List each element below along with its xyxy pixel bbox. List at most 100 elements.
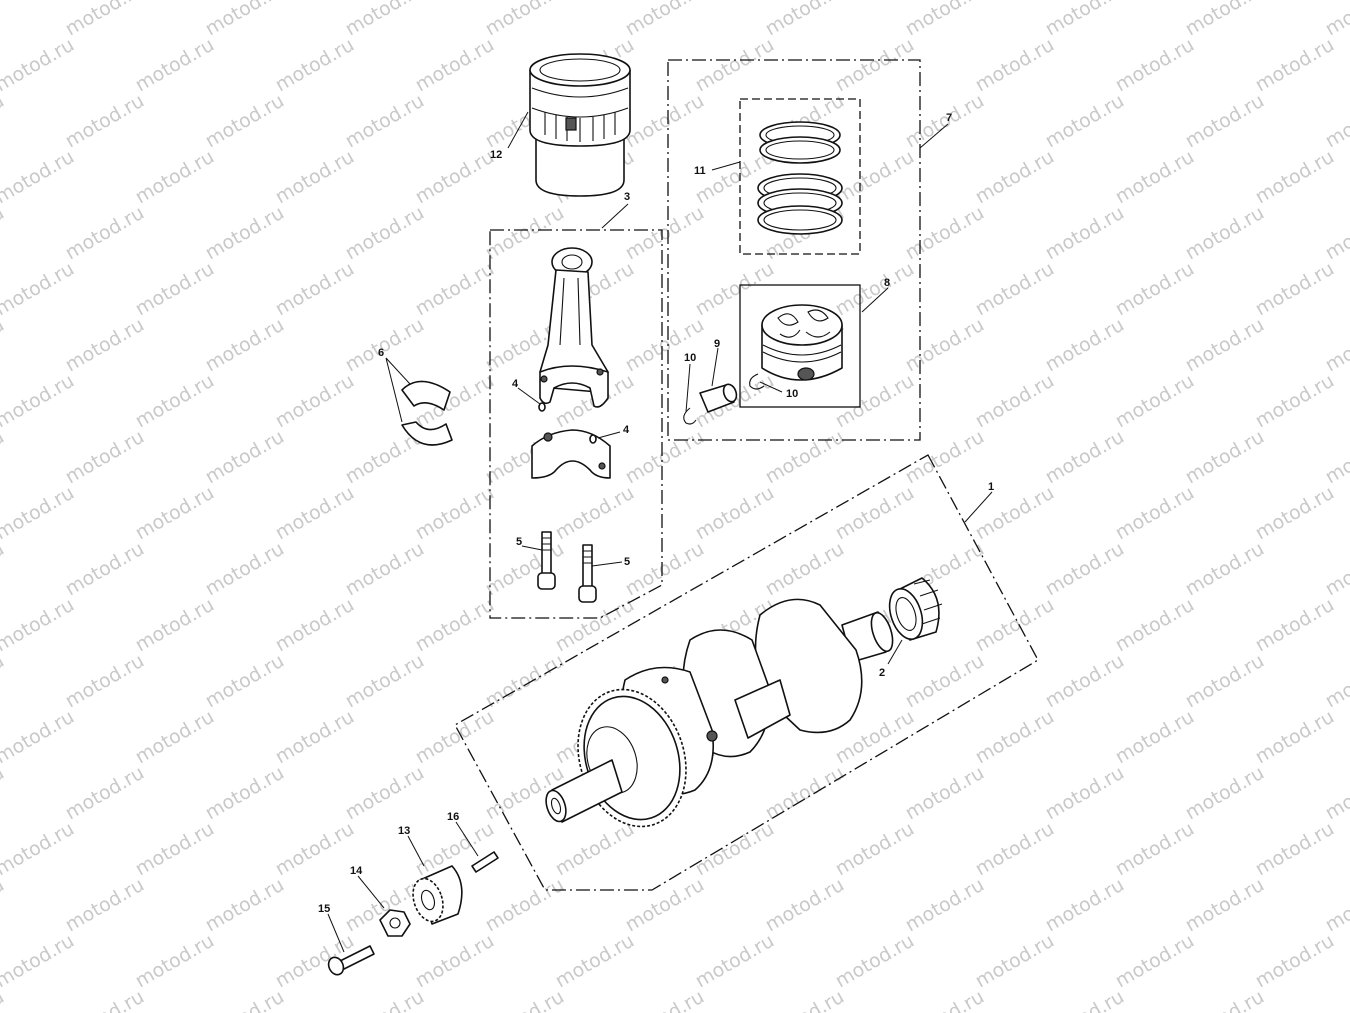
watermark-text: motod.ru <box>1322 202 1350 265</box>
watermark-text: motod.ru <box>622 538 708 601</box>
watermark-text: motod.ru <box>832 370 918 433</box>
watermark-text: motod.ru <box>342 202 428 265</box>
sprocket <box>412 865 463 925</box>
watermark-text: motod.ru <box>62 426 148 489</box>
watermark-text: motod.ru <box>1322 986 1350 1013</box>
watermark-text: motod.ru <box>62 538 148 601</box>
piston-group-box <box>667 59 921 441</box>
watermark-text: motod.ru <box>1182 650 1268 713</box>
watermark-text: motod.ru <box>1182 202 1268 265</box>
watermark-text: motod.ru <box>342 90 428 153</box>
watermark-text: motod.ru <box>1182 0 1268 40</box>
watermark-text: motod.ru <box>972 34 1058 97</box>
callout-10a: 10 <box>684 352 696 364</box>
watermark-text: motod.ru <box>482 650 568 713</box>
watermark-text: motod.ru <box>762 874 848 937</box>
watermark-text: motod.ru <box>62 874 148 937</box>
watermark-text: motod.ru <box>0 258 78 321</box>
callout-11: 11 <box>694 165 706 177</box>
watermark-text: motod.ru <box>202 0 288 40</box>
watermark-text: motod.ru <box>902 986 988 1013</box>
watermark-text: motod.ru <box>132 930 218 993</box>
connecting-rod <box>539 247 609 408</box>
watermark-text: motod.ru <box>972 258 1058 321</box>
watermark-text: motod.ru <box>1042 650 1128 713</box>
watermark-text: motod.ru <box>972 706 1058 769</box>
watermark-text: motod.ru <box>132 258 218 321</box>
watermark-text: motod.ru <box>272 34 358 97</box>
watermark-text: motod.ru <box>1112 146 1198 209</box>
watermark-text: motod.ru <box>482 986 568 1013</box>
rod-bolts <box>537 531 597 603</box>
watermark-text: motod.ru <box>1252 146 1338 209</box>
watermark-text: motod.ru <box>1042 538 1128 601</box>
watermark-text: motod.ru <box>0 650 8 713</box>
watermark-text: motod.ru <box>972 594 1058 657</box>
watermark-text: motod.ru <box>0 930 78 993</box>
watermark-text: motod.ru <box>202 202 288 265</box>
watermark-text: motod.ru <box>1182 762 1268 825</box>
piston <box>761 304 843 381</box>
callout-8: 8 <box>884 277 890 289</box>
watermark-text: motod.ru <box>1252 482 1338 545</box>
watermark-text: motod.ru <box>132 482 218 545</box>
watermark-text: motod.ru <box>482 0 568 40</box>
watermark-text: motod.ru <box>412 594 498 657</box>
watermark-text: motod.ru <box>902 314 988 377</box>
watermark-text: motod.ru <box>62 0 148 40</box>
leader-lines <box>327 111 993 953</box>
watermark-text: motod.ru <box>1112 34 1198 97</box>
watermark-text: motod.ru <box>202 986 288 1013</box>
watermark-text: motod.ru <box>1112 930 1198 993</box>
connecting-rod-cap <box>531 429 611 479</box>
piston-rings-box <box>739 98 861 255</box>
watermark-text: motod.ru <box>1252 34 1338 97</box>
watermark-text: motod.ru <box>0 146 78 209</box>
crankshaft-group-box <box>454 454 1039 891</box>
watermark-text: motod.ru <box>132 34 218 97</box>
watermark-text: motod.ru <box>0 0 8 40</box>
callout-6: 6 <box>378 347 384 359</box>
watermark-text: motod.ru <box>1182 426 1268 489</box>
watermark-text: motod.ru <box>1182 874 1268 937</box>
watermark-text: motod.ru <box>62 986 148 1013</box>
callout-13: 13 <box>398 825 410 837</box>
watermark-text: motod.ru <box>62 650 148 713</box>
watermark-text: motod.ru <box>202 874 288 937</box>
cylinder-liner <box>529 53 631 197</box>
watermark-text: motod.ru <box>692 482 778 545</box>
watermark-text: motod.ru <box>1252 818 1338 881</box>
watermark-text: motod.ru <box>832 34 918 97</box>
watermark-text: motod.ru <box>1322 538 1350 601</box>
watermark-text: motod.ru <box>412 706 498 769</box>
watermark-text: motod.ru <box>0 426 8 489</box>
callout-9: 9 <box>714 338 720 350</box>
callout-2: 2 <box>879 667 885 679</box>
watermark-text: motod.ru <box>902 90 988 153</box>
watermark-text: motod.ru <box>1042 202 1128 265</box>
watermark-text: motod.ru <box>1252 594 1338 657</box>
watermark-text: motod.ru <box>342 314 428 377</box>
watermark-text: motod.ru <box>132 706 218 769</box>
watermark-text: motod.ru <box>692 930 778 993</box>
watermark-text: motod.ru <box>902 762 988 825</box>
watermark-text: motod.ru <box>1322 314 1350 377</box>
watermark-text: motod.ru <box>1322 874 1350 937</box>
watermark-text: motod.ru <box>342 0 428 40</box>
callout-3: 3 <box>624 191 630 203</box>
watermark-text: motod.ru <box>202 314 288 377</box>
watermark-text: motod.ru <box>1252 258 1338 321</box>
watermark-text: motod.ru <box>342 762 428 825</box>
connecting-rod-group-box <box>489 229 663 619</box>
watermark-text: motod.ru <box>1182 538 1268 601</box>
watermark-text: motod.ru <box>552 482 638 545</box>
watermark-text: motod.ru <box>412 930 498 993</box>
watermark-text: motod.ru <box>0 706 78 769</box>
watermark-text: motod.ru <box>1322 762 1350 825</box>
watermark-text: motod.ru <box>902 426 988 489</box>
watermark-text: motod.ru <box>0 370 78 433</box>
watermark-text: motod.ru <box>412 258 498 321</box>
watermark-text: motod.ru <box>0 986 8 1013</box>
